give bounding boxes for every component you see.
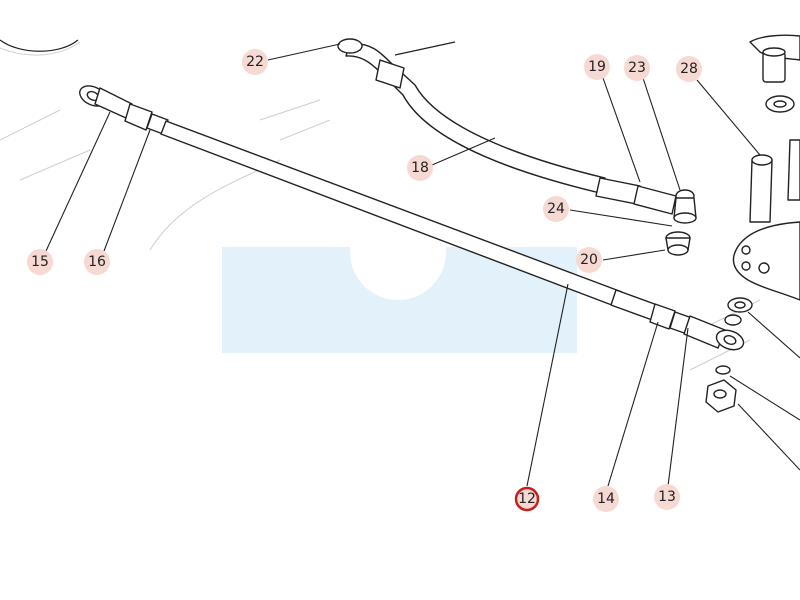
callout-18[interactable]: 18 bbox=[407, 155, 433, 181]
highlight-ring bbox=[514, 486, 540, 512]
svg-text:15: 15 bbox=[31, 254, 49, 270]
washer-3 bbox=[715, 365, 731, 375]
rod-end-left bbox=[79, 85, 133, 119]
pin-28 bbox=[749, 159, 773, 223]
callout-24[interactable]: 24 bbox=[543, 196, 569, 222]
svg-text:28: 28 bbox=[680, 61, 698, 77]
svg-text:19: 19 bbox=[588, 59, 606, 75]
callout-13[interactable]: 13 bbox=[654, 484, 680, 510]
fitting-19 bbox=[595, 177, 641, 205]
ball-joint-23 bbox=[673, 189, 697, 224]
jam-nut-right bbox=[649, 303, 676, 330]
nut-22 bbox=[375, 59, 405, 89]
svg-text:18: 18 bbox=[411, 160, 429, 176]
tie-rod-assembly bbox=[79, 85, 745, 351]
washer-2 bbox=[724, 314, 742, 326]
svg-text:16: 16 bbox=[88, 254, 106, 270]
svg-text:22: 22 bbox=[246, 54, 264, 70]
callout-14[interactable]: 14 bbox=[593, 486, 619, 512]
callout-23[interactable]: 23 bbox=[624, 55, 650, 81]
leader-lines bbox=[45, 43, 800, 487]
callouts: 22 19 23 28 18 24 15 16 bbox=[27, 49, 702, 512]
ball-stud-20 bbox=[665, 231, 691, 256]
callout-16[interactable]: 16 bbox=[84, 249, 110, 275]
callout-20[interactable]: 20 bbox=[576, 247, 602, 273]
watermark bbox=[222, 204, 577, 353]
frame-curve bbox=[0, 39, 79, 52]
callout-12[interactable]: 12 bbox=[514, 486, 540, 512]
drag-link-assembly bbox=[337, 38, 697, 256]
svg-text:12: 12 bbox=[518, 491, 536, 507]
callout-28[interactable]: 28 bbox=[676, 56, 702, 82]
svg-text:14: 14 bbox=[597, 491, 615, 507]
jam-nut-left bbox=[124, 103, 153, 131]
callout-15[interactable]: 15 bbox=[27, 249, 53, 275]
svg-text:24: 24 bbox=[547, 201, 565, 217]
svg-text:13: 13 bbox=[658, 489, 676, 505]
svg-text:20: 20 bbox=[580, 252, 598, 268]
callout-22[interactable]: 22 bbox=[242, 49, 268, 75]
svg-text:23: 23 bbox=[628, 60, 646, 76]
bracket-assembly bbox=[705, 34, 800, 413]
callout-19[interactable]: 19 bbox=[584, 54, 610, 80]
pitman-arm bbox=[732, 221, 800, 301]
rod-end-right bbox=[683, 315, 745, 351]
